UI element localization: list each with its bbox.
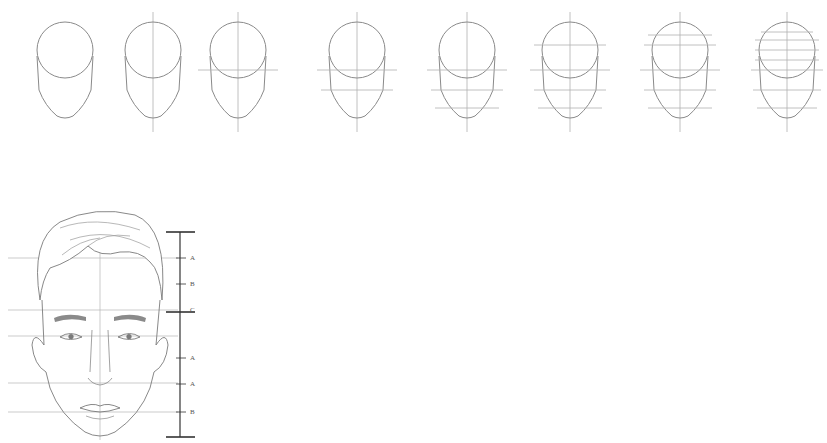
face-drawing: [8, 211, 178, 440]
scale-label: A: [190, 354, 195, 362]
head-step: [427, 12, 507, 132]
scale-label: B: [190, 408, 195, 416]
measuring-scale: [166, 232, 195, 437]
scale-label: C: [190, 306, 195, 314]
head-step: [37, 22, 93, 118]
scale-label: A: [190, 380, 195, 388]
head-step: [530, 12, 610, 132]
head-step: [317, 12, 397, 132]
scale-label: A: [190, 254, 195, 262]
scale-label: B: [190, 280, 195, 288]
head-step: [125, 12, 181, 132]
head-step: [751, 12, 823, 132]
head-step: [640, 12, 720, 132]
head-step: [198, 12, 278, 132]
